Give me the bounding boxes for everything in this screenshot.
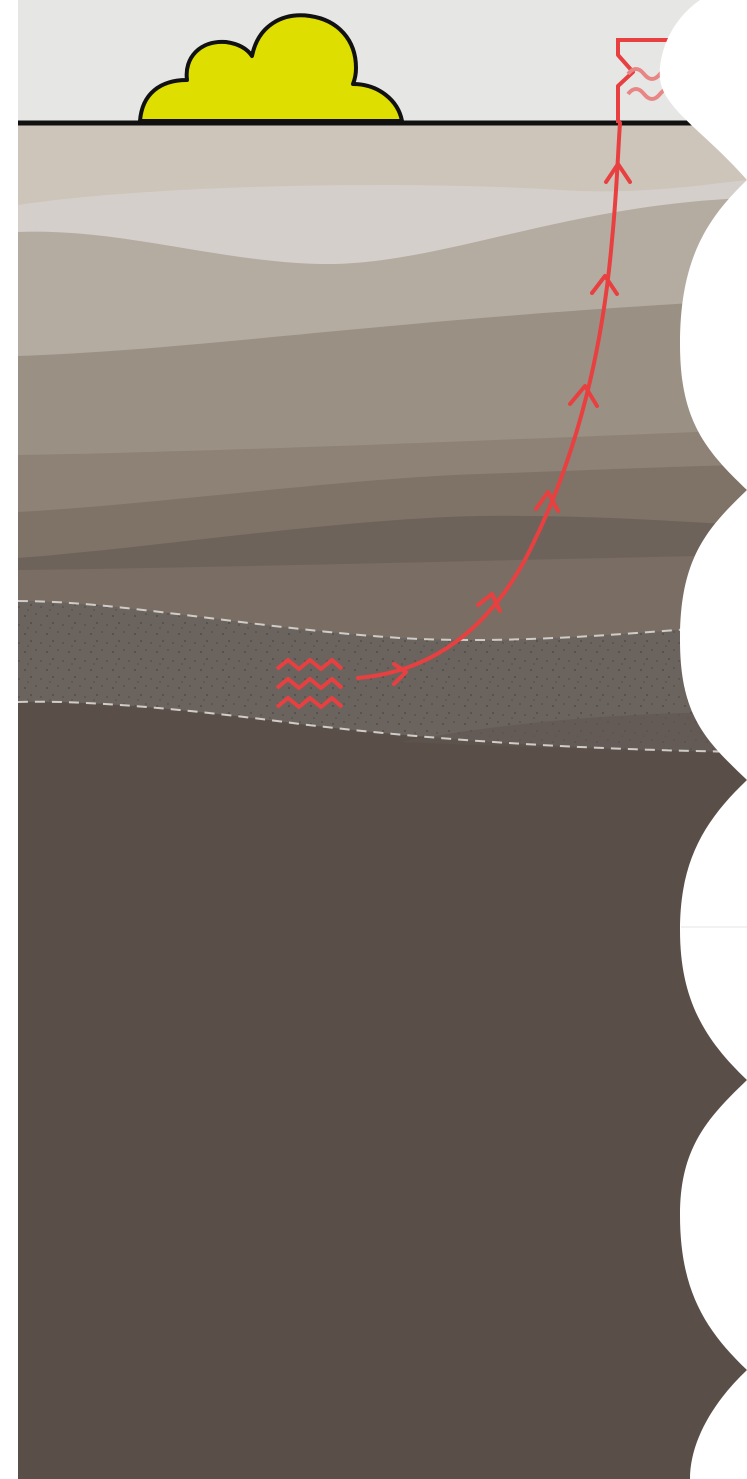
cross-section-svg — [0, 0, 747, 1479]
drilling-cross-section — [0, 0, 747, 1479]
